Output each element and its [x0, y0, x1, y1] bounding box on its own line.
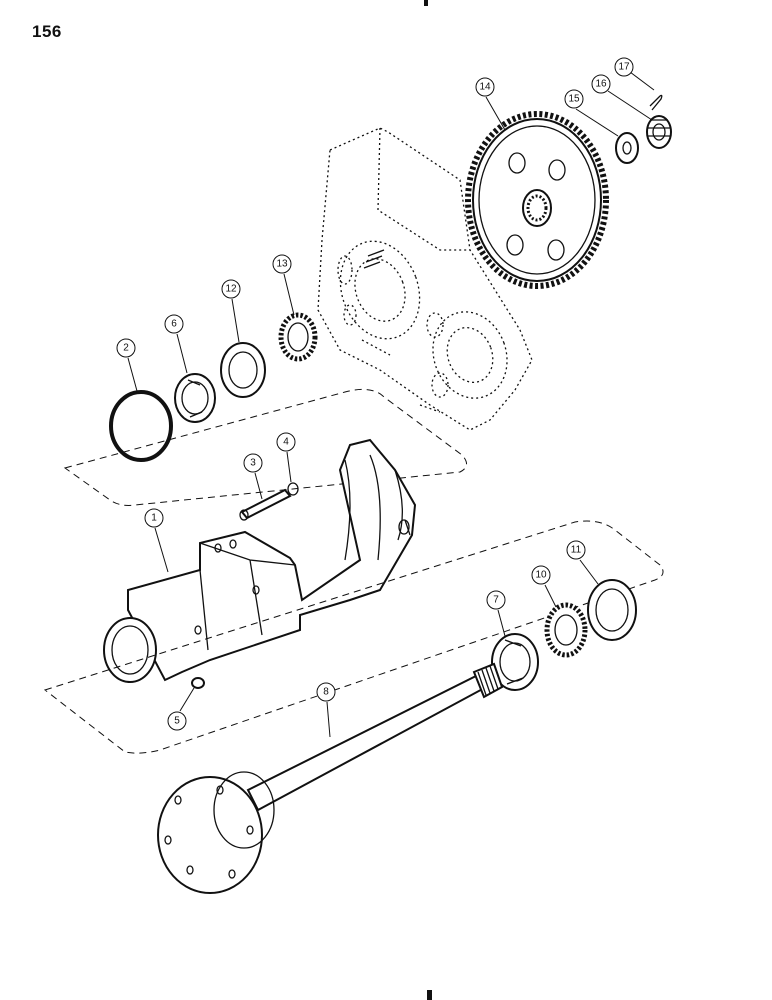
callout-11: 11	[566, 540, 586, 560]
callout-7: 7	[486, 590, 506, 610]
svg-text:7: 7	[493, 595, 499, 606]
callout-13: 13	[272, 254, 292, 274]
svg-text:10: 10	[535, 570, 547, 581]
pipe-plug	[191, 677, 205, 689]
oil-seal-upper	[174, 373, 216, 423]
o-ring	[109, 390, 173, 462]
svg-text:15: 15	[568, 94, 580, 105]
dowel-pin	[239, 488, 292, 521]
callout-15: 15	[564, 89, 584, 109]
callout-2: 2	[116, 338, 136, 358]
callout-5: 5	[167, 711, 187, 731]
svg-text:17: 17	[618, 62, 630, 73]
callout-8: 8	[316, 682, 336, 702]
callout-6: 6	[164, 314, 184, 334]
bearing-cone-lower	[544, 602, 588, 658]
svg-text:5: 5	[174, 716, 180, 727]
callout-4: 4	[276, 432, 296, 452]
axle-housing	[103, 438, 417, 683]
castle-nut	[646, 115, 672, 149]
svg-text:12: 12	[225, 284, 237, 295]
group-boundary-lower	[43, 520, 664, 754]
svg-text:2: 2	[123, 343, 129, 354]
svg-text:14: 14	[479, 82, 491, 93]
callout-14: 14	[475, 77, 495, 97]
callout-3: 3	[243, 453, 263, 473]
bottom-registration-mark	[427, 990, 432, 1000]
axle-shaft	[157, 662, 504, 894]
bearing-cup-upper	[220, 342, 266, 398]
leader-lines	[127, 71, 655, 738]
svg-text:3: 3	[250, 458, 256, 469]
svg-text:13: 13	[276, 259, 288, 270]
svg-text:4: 4	[283, 437, 289, 448]
carrier-plate-phantom	[317, 127, 533, 431]
callout-16: 16	[591, 74, 611, 94]
svg-text:6: 6	[171, 319, 177, 330]
washer	[615, 132, 639, 164]
callout-12: 12	[221, 279, 241, 299]
svg-text:8: 8	[323, 687, 329, 698]
bull-gear	[465, 111, 609, 289]
page-number: 156	[32, 22, 62, 41]
bearing-cup-lower	[587, 579, 637, 641]
svg-text:11: 11	[571, 545, 582, 556]
top-registration-mark	[424, 0, 428, 6]
svg-text:1: 1	[151, 513, 157, 524]
oil-seal-lower	[491, 633, 539, 691]
cotter-pin	[649, 94, 663, 111]
svg-text:16: 16	[595, 79, 607, 90]
callout-17: 17	[614, 57, 634, 77]
bearing-cone-upper	[278, 312, 318, 362]
retaining-clip	[287, 482, 299, 496]
callout-10: 10	[531, 565, 551, 585]
callout-1: 1	[144, 508, 164, 528]
